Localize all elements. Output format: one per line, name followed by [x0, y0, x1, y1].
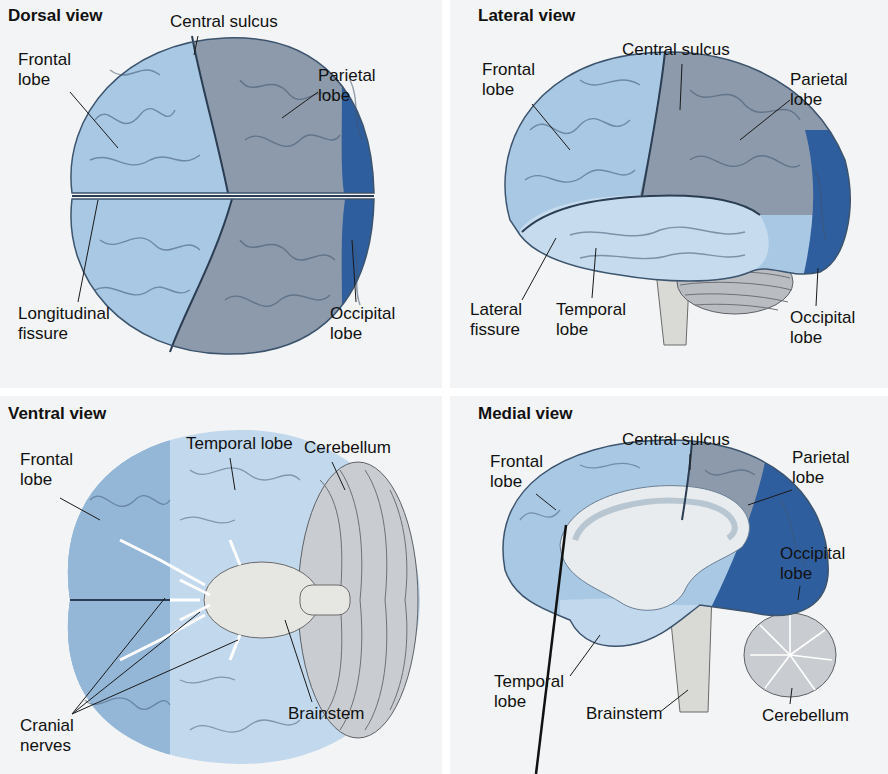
part-label: Lateral fissure — [470, 300, 540, 340]
part-label: Brainstem — [288, 704, 365, 724]
part-label: Parietal lobe — [790, 70, 866, 110]
panel-title: Lateral view — [478, 6, 575, 26]
part-label: Central sulcus — [170, 12, 278, 32]
part-label: Parietal lobe — [792, 448, 868, 488]
part-label: Longitudinal fissure — [18, 304, 130, 344]
part-label: Frontal lobe — [20, 450, 90, 490]
part-label: Temporal lobe — [494, 672, 576, 712]
part-label: Occipital lobe — [330, 304, 410, 344]
part-label: Cranial nerves — [20, 716, 86, 756]
part-label: Frontal lobe — [482, 60, 552, 100]
panel-title: Ventral view — [8, 404, 106, 424]
part-label: Occipital lobe — [790, 308, 870, 348]
part-label: Central sulcus — [622, 40, 730, 60]
part-label: Parietal lobe — [318, 66, 394, 106]
panel-title: Medial view — [478, 404, 572, 424]
part-label: Cerebellum — [304, 438, 391, 458]
panel-title: Dorsal view — [8, 6, 103, 26]
part-label: Central sulcus — [622, 430, 730, 450]
part-label: Occipital lobe — [780, 544, 860, 584]
part-label: Frontal lobe — [18, 50, 88, 90]
part-label: Cerebellum — [762, 706, 849, 726]
part-label: Frontal lobe — [490, 452, 560, 492]
part-label: Temporal lobe — [186, 434, 293, 454]
part-label: Temporal lobe — [556, 300, 638, 340]
part-label: Brainstem — [586, 704, 663, 724]
